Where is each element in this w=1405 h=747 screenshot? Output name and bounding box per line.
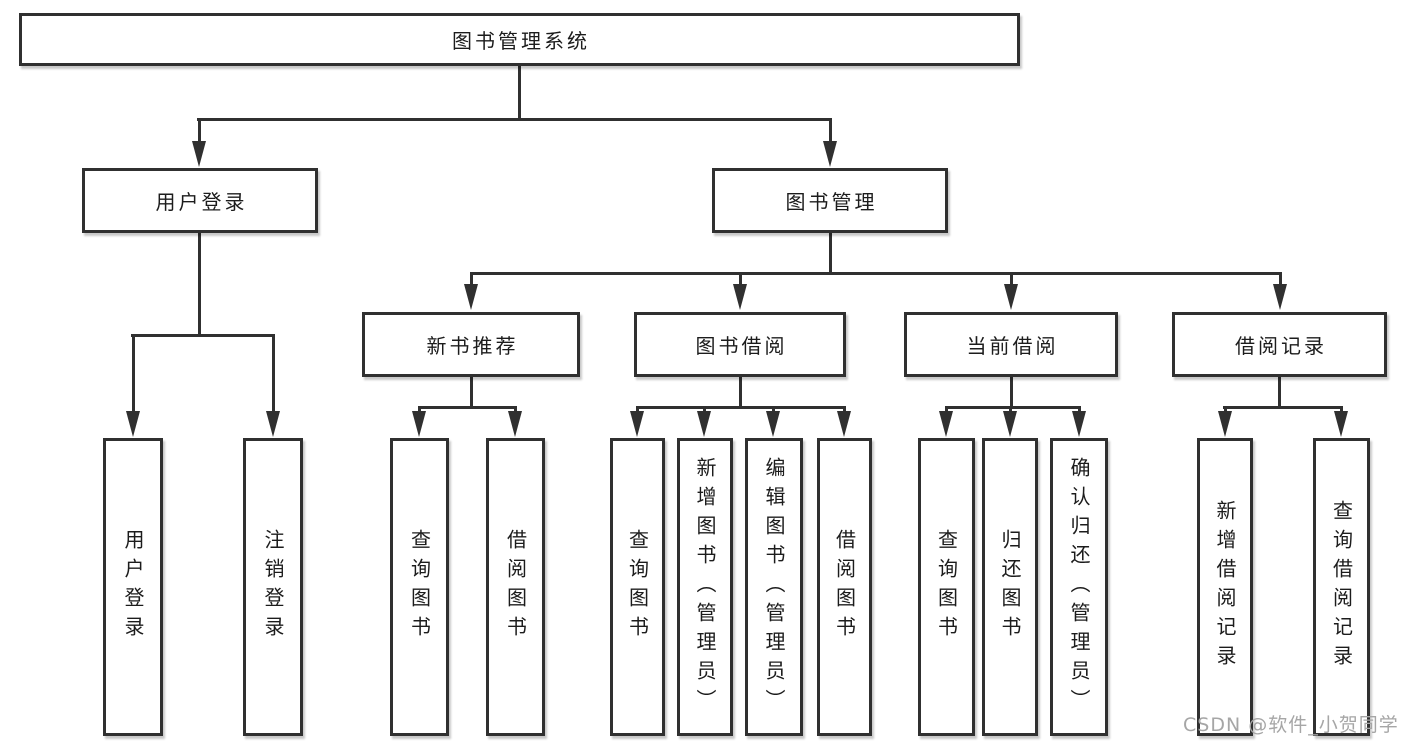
node-library-system: 图书管理系统 (19, 13, 1020, 66)
connector-stem-book-borrowing (739, 272, 742, 287)
connector-stem-leaf (1224, 406, 1227, 415)
node-current-borrowing: 当前借阅 (904, 312, 1118, 377)
connector-group-trunk (1278, 377, 1281, 409)
node-label: 借阅记录 (1235, 334, 1327, 358)
node-leaf-borrow-books-borrowing: 借阅图书 (817, 438, 872, 736)
arrow-down-icon (464, 284, 478, 310)
connector-level1-rail (197, 118, 832, 121)
arrow-down-icon (630, 411, 644, 437)
node-label: 图书管理 (785, 190, 878, 214)
connector-root-trunk (518, 66, 521, 121)
node-leaf-query-books-current: 查询图书 (918, 438, 975, 736)
arrow-down-icon (508, 411, 522, 437)
connector-group-rail (418, 406, 517, 409)
arrow-down-icon (1273, 284, 1287, 310)
node-label: 归还图书 (998, 529, 1022, 645)
node-leaf-add-borrow-record: 新增借阅记录 (1197, 438, 1253, 736)
node-leaf-borrow-books-recommend: 借阅图书 (486, 438, 545, 736)
connector-stem-leaf (418, 406, 421, 415)
connector-group-rail (636, 406, 846, 409)
connector-stem-leaf (132, 334, 135, 414)
node-label: 编辑图书（管理员） (762, 456, 786, 718)
connector-group-trunk (739, 377, 742, 409)
connector-group-trunk (1010, 377, 1013, 409)
connector-stem-new-book-recommend (470, 272, 473, 287)
connector-book-management-trunk (829, 233, 832, 275)
node-leaf-query-books-borrowing: 查询图书 (610, 438, 665, 736)
node-leaf-add-books-admin: 新增图书（管理员） (677, 438, 733, 736)
connector-level2-rail (470, 272, 1281, 275)
connector-stem-user-login (198, 118, 201, 144)
arrow-down-icon (412, 411, 426, 437)
node-label: 用户登录 (155, 190, 248, 214)
connector-stem-leaf (1340, 406, 1343, 415)
node-leaf-confirm-return-admin: 确认归还（管理员） (1050, 438, 1108, 736)
arrow-down-icon (266, 411, 280, 437)
node-label: 查询图书 (625, 529, 650, 645)
connector-stem-leaf (945, 406, 948, 415)
arrow-down-icon (697, 411, 711, 437)
node-borrowing-records: 借阅记录 (1172, 312, 1387, 377)
connector-group-trunk (470, 377, 473, 409)
node-leaf-query-books-recommend: 查询图书 (390, 438, 449, 736)
node-book-borrowing: 图书借阅 (634, 312, 846, 377)
node-label: 图书借阅 (695, 334, 788, 358)
arrow-down-icon (939, 411, 953, 437)
node-user-login: 用户登录 (82, 168, 318, 233)
node-label: 新书推荐 (426, 334, 519, 358)
node-label: 借阅图书 (503, 529, 528, 645)
node-leaf-logout: 注销登录 (243, 438, 303, 736)
node-label: 当前借阅 (966, 334, 1059, 358)
node-label: 新增图书（管理员） (693, 456, 717, 718)
connector-stem-leaf (1078, 406, 1081, 415)
connector-user-login-trunk (198, 233, 201, 337)
arrow-down-icon (1334, 411, 1348, 437)
node-leaf-user-login: 用户登录 (103, 438, 163, 736)
connector-stem-leaf (772, 406, 775, 415)
connector-stem-book-management (829, 118, 832, 144)
node-label: 查询借阅记录 (1329, 500, 1354, 674)
node-leaf-edit-books-admin: 编辑图书（管理员） (745, 438, 803, 736)
connector-stem-leaf (272, 334, 275, 414)
node-leaf-return-books: 归还图书 (982, 438, 1038, 736)
connector-stem-leaf (514, 406, 517, 415)
node-book-management: 图书管理 (712, 168, 948, 233)
arrow-down-icon (192, 141, 206, 167)
node-label: 查询图书 (407, 529, 432, 645)
arrow-down-icon (837, 411, 851, 437)
node-label: 注销登录 (261, 529, 285, 645)
arrow-down-icon (1218, 411, 1232, 437)
node-label: 新增借阅记录 (1213, 500, 1237, 674)
connector-group-rail (1223, 406, 1343, 409)
node-label: 图书管理系统 (452, 29, 590, 53)
connector-stem-leaf (636, 406, 639, 415)
connector-group-rail (945, 406, 1081, 409)
arrow-down-icon (1004, 284, 1018, 310)
arrow-down-icon (1003, 411, 1017, 437)
node-leaf-query-borrow-record: 查询借阅记录 (1313, 438, 1370, 736)
csdn-watermark: CSDN @软件_小贺同学 (1183, 714, 1399, 736)
connector-stem-leaf (703, 406, 706, 415)
arrow-down-icon (1072, 411, 1086, 437)
node-label: 借阅图书 (832, 529, 857, 645)
connector-stem-leaf (843, 406, 846, 415)
connector-stem-borrowing-records (1279, 272, 1282, 287)
node-label: 查询图书 (934, 529, 959, 645)
arrow-down-icon (733, 284, 747, 310)
connector-stem-current-borrowing (1010, 272, 1013, 287)
node-label: 确认归还（管理员） (1067, 456, 1091, 718)
connector-stem-leaf (1009, 406, 1012, 415)
arrow-down-icon (823, 141, 837, 167)
connector-user-login-rail (131, 334, 275, 337)
node-new-book-recommend: 新书推荐 (362, 312, 580, 377)
node-label: 用户登录 (121, 529, 145, 645)
arrow-down-icon (766, 411, 780, 437)
arrow-down-icon (126, 411, 140, 437)
